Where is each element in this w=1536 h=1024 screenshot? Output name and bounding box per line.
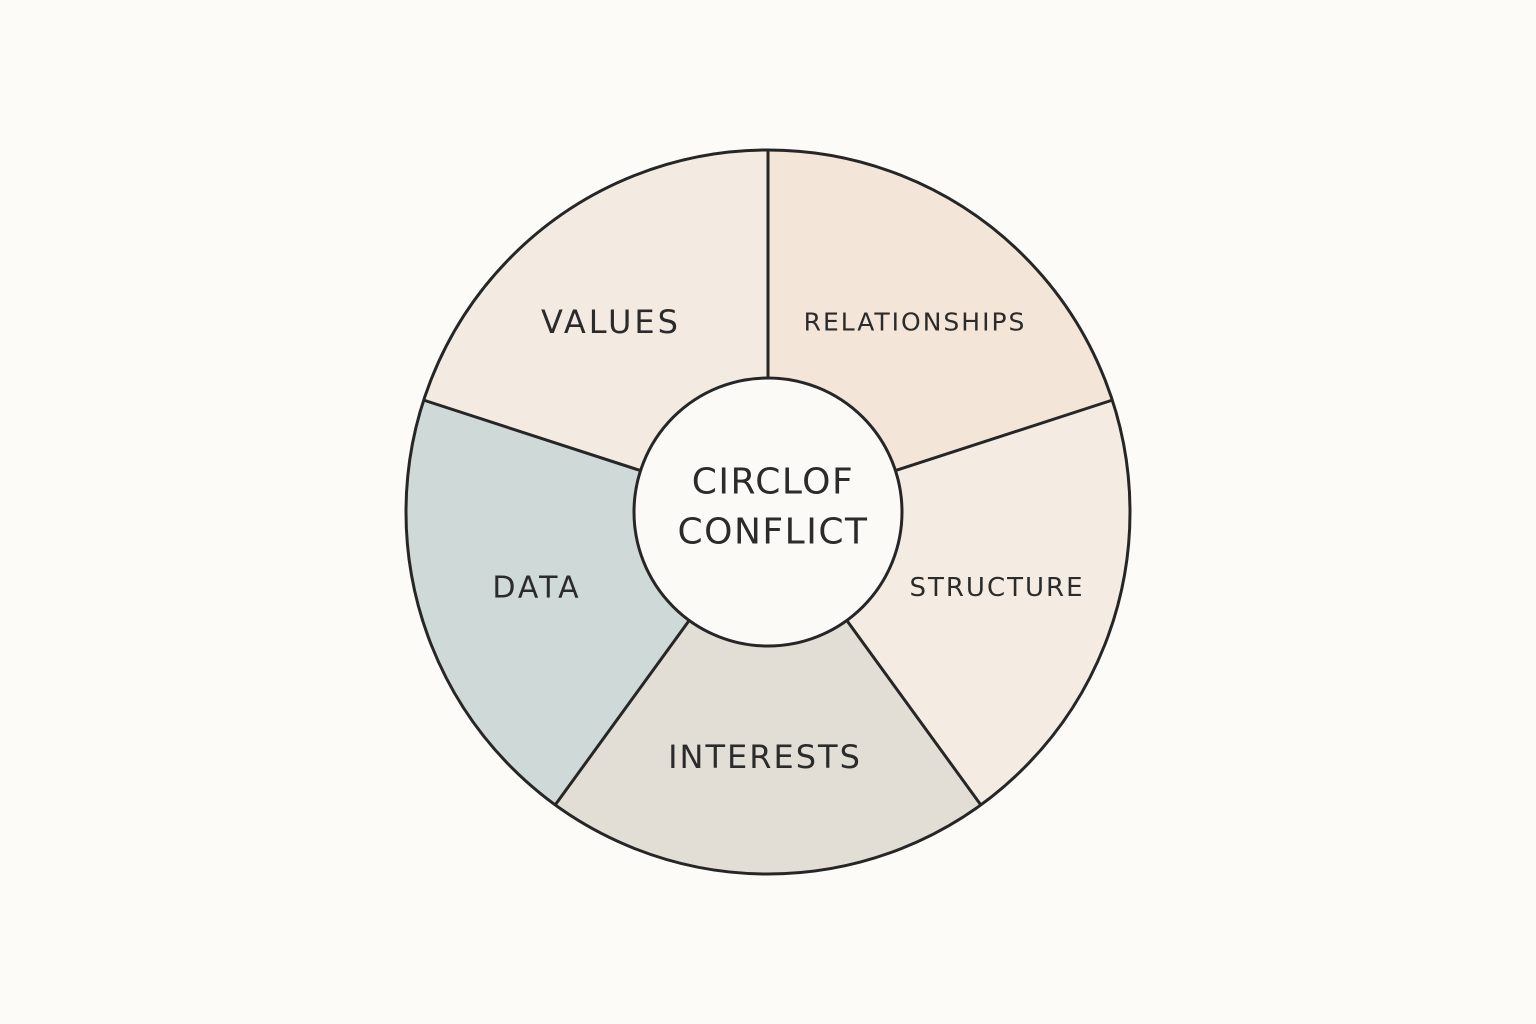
segment-divider: [423, 398, 642, 473]
segment-divider: [845, 619, 982, 806]
segment-divider: [894, 398, 1113, 473]
segment-label-relationships: RELATIONSHIPS: [804, 308, 1027, 337]
segment-structure: [846, 400, 1130, 805]
center-title-line-2: CONFLICT: [678, 512, 869, 553]
dividers-layer: [423, 150, 1113, 806]
segment-values: [423, 150, 768, 471]
segment-label-structure: STRUCTURE: [909, 573, 1084, 603]
segment-relationships: [768, 150, 1113, 471]
segment-divider: [554, 619, 691, 806]
labels-layer: VALUES RELATIONSHIPS STRUCTURE INTERESTS DAT…: [492, 303, 1084, 776]
segment-data: [406, 400, 690, 805]
center-title-line-1: CIRCLOF: [692, 462, 854, 503]
segment-interests: [555, 620, 981, 874]
segment-label-values: VALUES: [541, 303, 681, 341]
outer-ring: [404, 148, 1132, 876]
center-circle: [632, 376, 904, 648]
segment-label-data: DATA: [492, 571, 581, 606]
segment-label-interests: INTERESTS: [668, 738, 862, 776]
segments-layer: [406, 150, 1130, 874]
